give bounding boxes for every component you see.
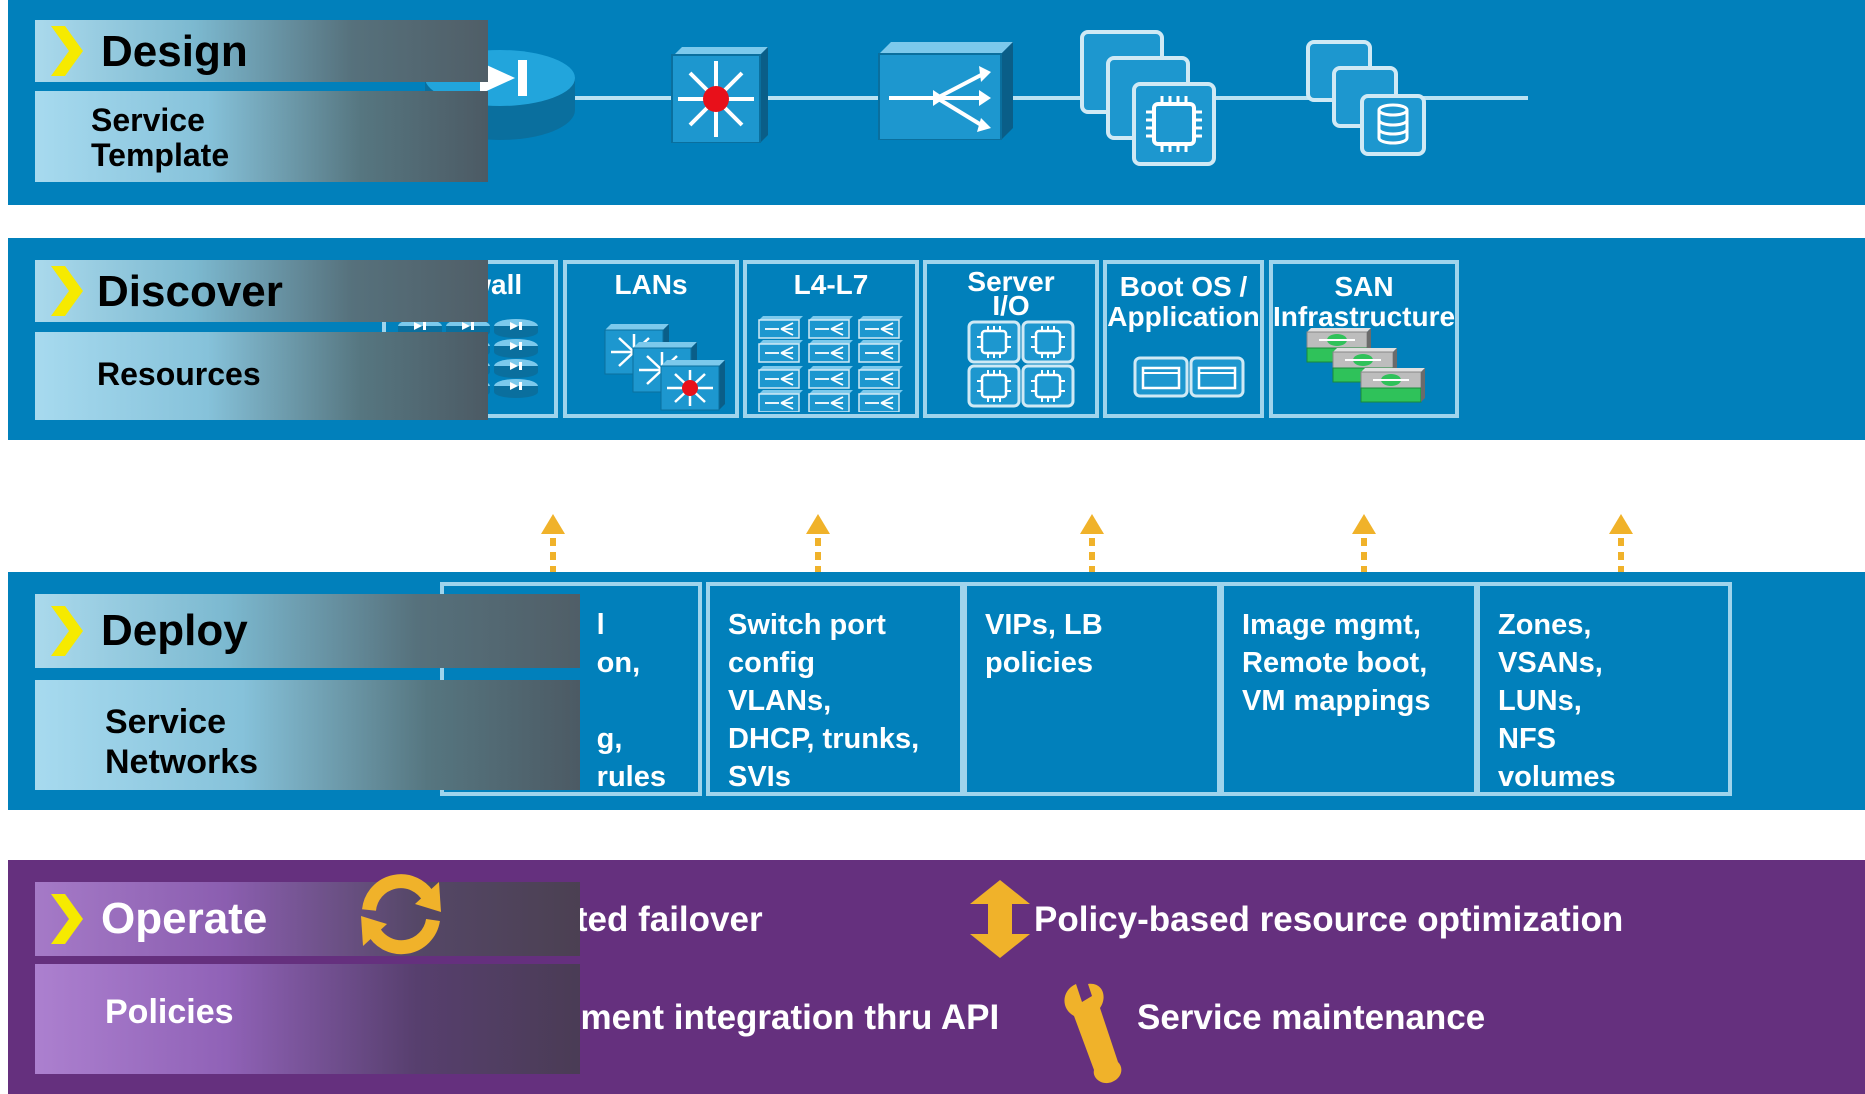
stage-title-operate: Operate	[101, 894, 268, 943]
dashed-up-arrow	[806, 514, 830, 580]
boot-os-window-icon	[1133, 356, 1245, 398]
lan-switch-stack-icon	[604, 324, 727, 412]
resource-card-label: LANs	[614, 269, 688, 300]
deploy-cell-san: Zones, VSANs, LUNs, NFS volumes	[1476, 582, 1732, 796]
stage-title-design: Design	[101, 27, 248, 76]
vertical-double-arrow-icon	[970, 880, 1030, 958]
chevron-right-icon	[51, 26, 83, 76]
database-stack-icon	[1306, 40, 1426, 156]
deploy-stage-header: Deploy	[35, 594, 580, 668]
design-stage-subheader: Service Template	[35, 91, 488, 182]
chevron-right-icon	[51, 894, 83, 944]
resource-card-label: SAN Infrastructure	[1273, 271, 1456, 332]
dashed-up-arrow	[1352, 514, 1376, 580]
deploy-cell-lans: Switch port config VLANs, DHCP, trunks, …	[706, 582, 964, 796]
stage-subtitle-design: Service Template	[91, 102, 230, 173]
san-switch-icon	[1306, 328, 1426, 403]
resource-card-label: L4-L7	[793, 269, 869, 300]
resource-card-server-io: Server I/O	[923, 260, 1099, 418]
operate-item-api: ement integration thru API	[561, 998, 1000, 1037]
discover-stage-header: Discover	[35, 260, 488, 322]
deploy-cell-text: VIPs, LB policies	[985, 609, 1103, 679]
deploy-cell-text: Switch port config VLANs, DHCP, trunks, …	[728, 609, 920, 793]
resource-card-label: Boot OS / Application	[1107, 271, 1260, 332]
operate-item-optimization: Policy-based resource optimization	[1034, 900, 1624, 939]
deploy-cell-l4l7: VIPs, LB policies	[963, 582, 1221, 796]
operate-band: nated failover Policy-based resource opt…	[8, 860, 1865, 1094]
deploy-stage-subheader: Service Networks	[35, 680, 580, 790]
deploy-cell-text: Zones, VSANs, LUNs, NFS volumes	[1498, 609, 1616, 793]
operate-stage-header: Operate	[35, 874, 580, 956]
dashed-up-arrow	[1080, 514, 1104, 580]
deploy-band: l on, g, rules Switch port config VLANs,…	[8, 572, 1865, 810]
chevron-right-icon	[51, 266, 83, 316]
l4l7-appliance-grid-icon	[758, 316, 904, 412]
load-balancer-icon	[878, 42, 1013, 140]
dashed-up-arrow	[541, 514, 565, 580]
discover-band: Firewall LANs	[8, 238, 1865, 440]
compute-chips-icon	[1080, 30, 1216, 166]
resource-card-label: Server I/O	[967, 266, 1055, 321]
chevron-right-icon	[51, 606, 83, 656]
stage-title-deploy: Deploy	[101, 606, 248, 655]
wrench-icon	[1064, 983, 1122, 1084]
server-chip-grid-icon	[967, 320, 1075, 408]
resource-card-lans: LANs	[563, 260, 739, 418]
stage-subtitle-deploy: Service Networks	[105, 703, 259, 781]
design-connection-line	[568, 96, 1528, 100]
design-band: Design Service Template	[8, 0, 1865, 205]
operate-stage-subheader: Policies	[35, 964, 580, 1074]
resource-card-l4l7: L4-L7	[743, 260, 919, 418]
deploy-cell-text: Image mgmt, Remote boot, VM mappings	[1242, 609, 1431, 717]
stage-subtitle-operate: Policies	[105, 993, 234, 1031]
stage-subtitle-discover: Resources	[97, 356, 261, 392]
operate-item-maintenance: Service maintenance	[1137, 998, 1486, 1037]
deploy-cell-boot: Image mgmt, Remote boot, VM mappings	[1220, 582, 1478, 796]
resource-card-san: SAN Infrastructure	[1269, 260, 1459, 418]
refresh-cycle-icon	[361, 874, 441, 955]
discover-stage-subheader: Resources	[35, 332, 488, 420]
design-stage-header: Design	[35, 20, 488, 82]
deploy-cell-firewall: l on, g, rules	[440, 582, 702, 796]
deploy-cell-text: l on, g, rules	[596, 609, 666, 793]
resource-card-boot-os: Boot OS / Application	[1103, 260, 1264, 418]
dashed-up-arrow	[1609, 514, 1633, 580]
multilayer-switch-icon	[671, 47, 768, 143]
stage-title-discover: Discover	[97, 267, 283, 316]
